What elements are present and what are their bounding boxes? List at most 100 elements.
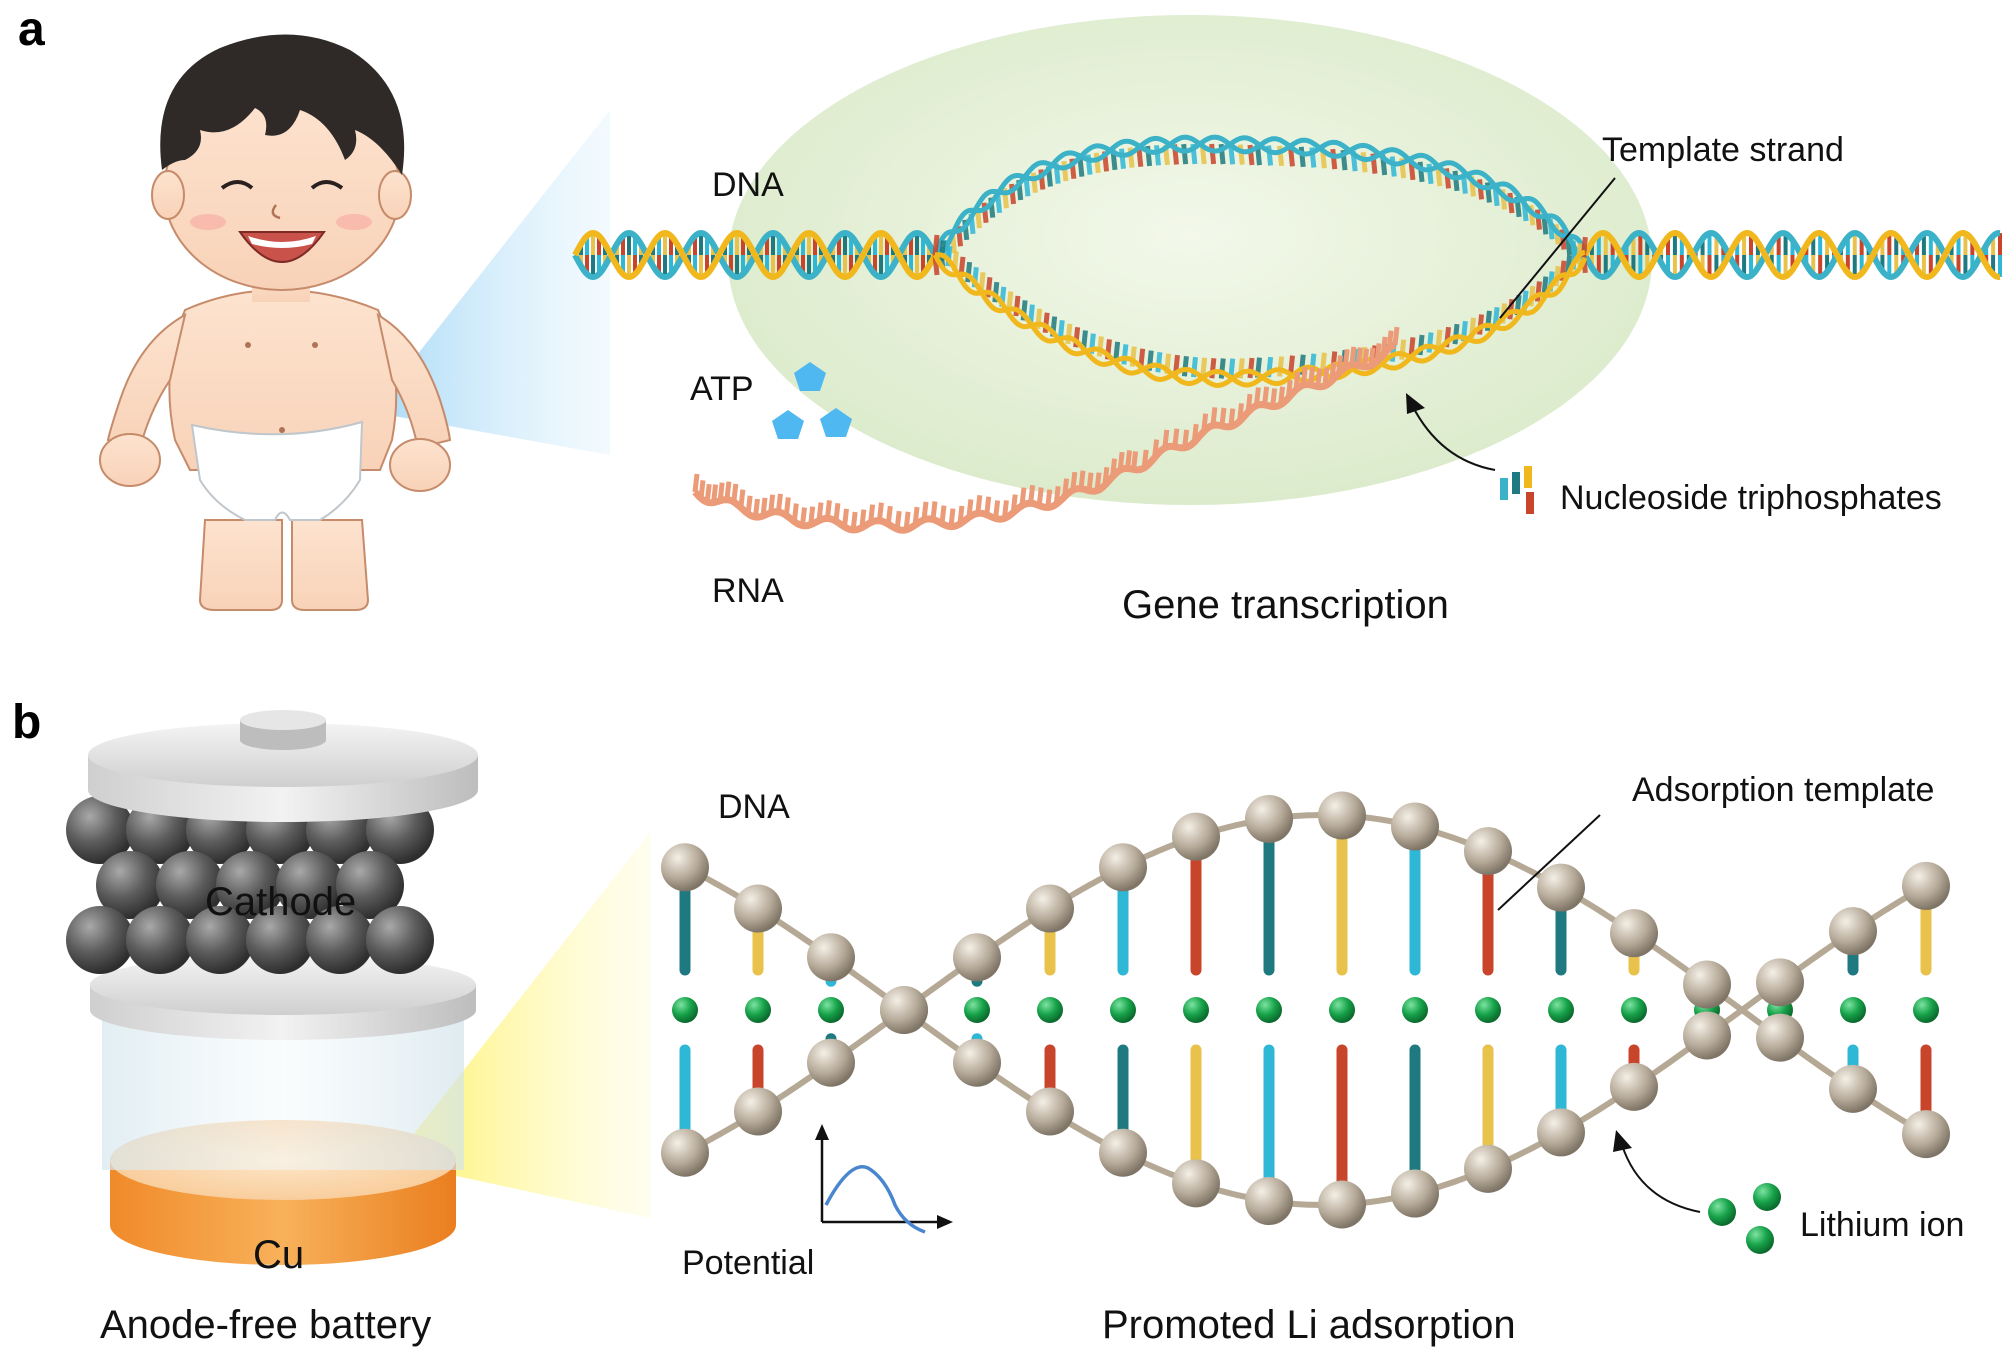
backbone-bead [1537,863,1585,912]
adsorption-template-label: Adsorption template [1632,771,1934,809]
base [1237,144,1245,165]
cathode-particle [96,851,164,919]
adsorption-template-pointer [1497,814,1601,911]
backbone-bead [807,933,855,982]
anode-free-caption: Anode-free battery [100,1303,431,1347]
backbone-bead [1610,1062,1658,1111]
backbone-bead [661,843,709,892]
backbone-bead [1610,909,1658,958]
backbone-bead [953,933,1001,982]
rna-label: RNA [712,572,784,610]
base [1507,192,1515,214]
nucleoside-icon [1500,466,1534,514]
backbone-bead [661,1128,709,1177]
lithium-ion [818,997,844,1023]
base [1452,170,1460,192]
backbone-bead [1902,861,1950,910]
base [1042,312,1050,333]
base [1417,161,1425,183]
backbone-bead [1318,791,1366,840]
lithium-ion [1329,997,1355,1023]
lithium-ion [1621,997,1647,1023]
lithium-ion [1256,997,1282,1023]
cathode-label: Cathode [205,880,356,924]
base [1096,336,1104,357]
lithium-ion [1402,997,1428,1023]
gene-transcription-caption: Gene transcription [1122,583,1449,627]
dna-strand [934,134,1588,258]
backbone-bead [953,1038,1001,1087]
base [1181,143,1189,165]
nucleoside-arrowhead-icon [1406,393,1425,414]
backbone-bead [1537,1108,1585,1157]
dna-strand [932,249,1586,389]
lithium-ion [1840,997,1866,1023]
transcription-bubble [728,15,1652,505]
backbone-bead [1391,1169,1439,1218]
backbone-bead [1099,843,1147,892]
dna-helix-a [572,134,2002,389]
base [1218,358,1226,379]
lithium-ion [964,997,990,1023]
backbone-bead [1026,1087,1074,1136]
base [1155,352,1163,373]
lithium-ion [1183,997,1209,1023]
promoted-li-caption: Promoted Li adsorption [1102,1303,1516,1347]
lithium-ion [1475,997,1501,1023]
base [1119,148,1126,169]
dna-strand [932,134,1586,261]
backbone-bead [1756,1013,1804,1062]
backbone-bead [734,1087,782,1136]
lithium-ion [745,997,771,1023]
dna-bead-model [661,791,1950,1229]
backbone-bead [1172,1159,1220,1208]
base [932,234,940,256]
backbone-bead [1391,802,1439,851]
backbone-bead [1756,958,1804,1007]
dna-strand [934,252,1588,388]
dna-strand [1582,229,2001,281]
base [1534,209,1542,230]
cu-label: Cu [253,1233,304,1277]
atp-pentagon-icon [820,408,852,437]
base [1209,358,1217,379]
cathode-particle [186,906,254,974]
base [1030,172,1038,193]
cathode-particle [66,796,134,864]
cathode-particle [156,851,224,919]
potential-plot [815,1124,953,1234]
base [1277,356,1285,377]
rna-base [692,473,700,493]
dna-label-b: DNA [718,788,790,826]
base [1534,281,1542,302]
dna-label-a: DNA [712,166,784,204]
lithium-ion [1548,997,1574,1023]
nucleoside-label: Nucleoside triphosphates [1560,479,1942,517]
cathode-particle [246,906,314,974]
backbone-bead [1245,794,1293,843]
base [1013,295,1021,317]
backbone-bead [1464,1144,1512,1193]
lithium-ion [1037,997,1063,1023]
base [1330,148,1338,170]
battery-illustration [66,710,650,1265]
base [1209,143,1217,165]
potential-curve [824,1165,926,1234]
backbone-bead [734,884,782,933]
nucleoside-arrow [1411,404,1496,471]
lithium-ion-label: Lithium ion [1800,1206,1964,1244]
base [1061,160,1069,182]
lithium-ion-icon [1708,1183,1781,1254]
cathode-particle [216,851,284,919]
cathode-particle [66,906,134,974]
template-strand-label: Template strand [1602,131,1844,169]
atp-pentagon-icon [794,362,826,391]
base [1181,355,1189,377]
base [1247,357,1255,379]
atp-label: ATP [690,370,754,408]
rna-backbone [692,341,1397,534]
base [1038,169,1046,190]
backbone-bead [807,1038,855,1087]
panel-b-letter: b [12,696,41,749]
backbone-bead [1902,1110,1950,1159]
